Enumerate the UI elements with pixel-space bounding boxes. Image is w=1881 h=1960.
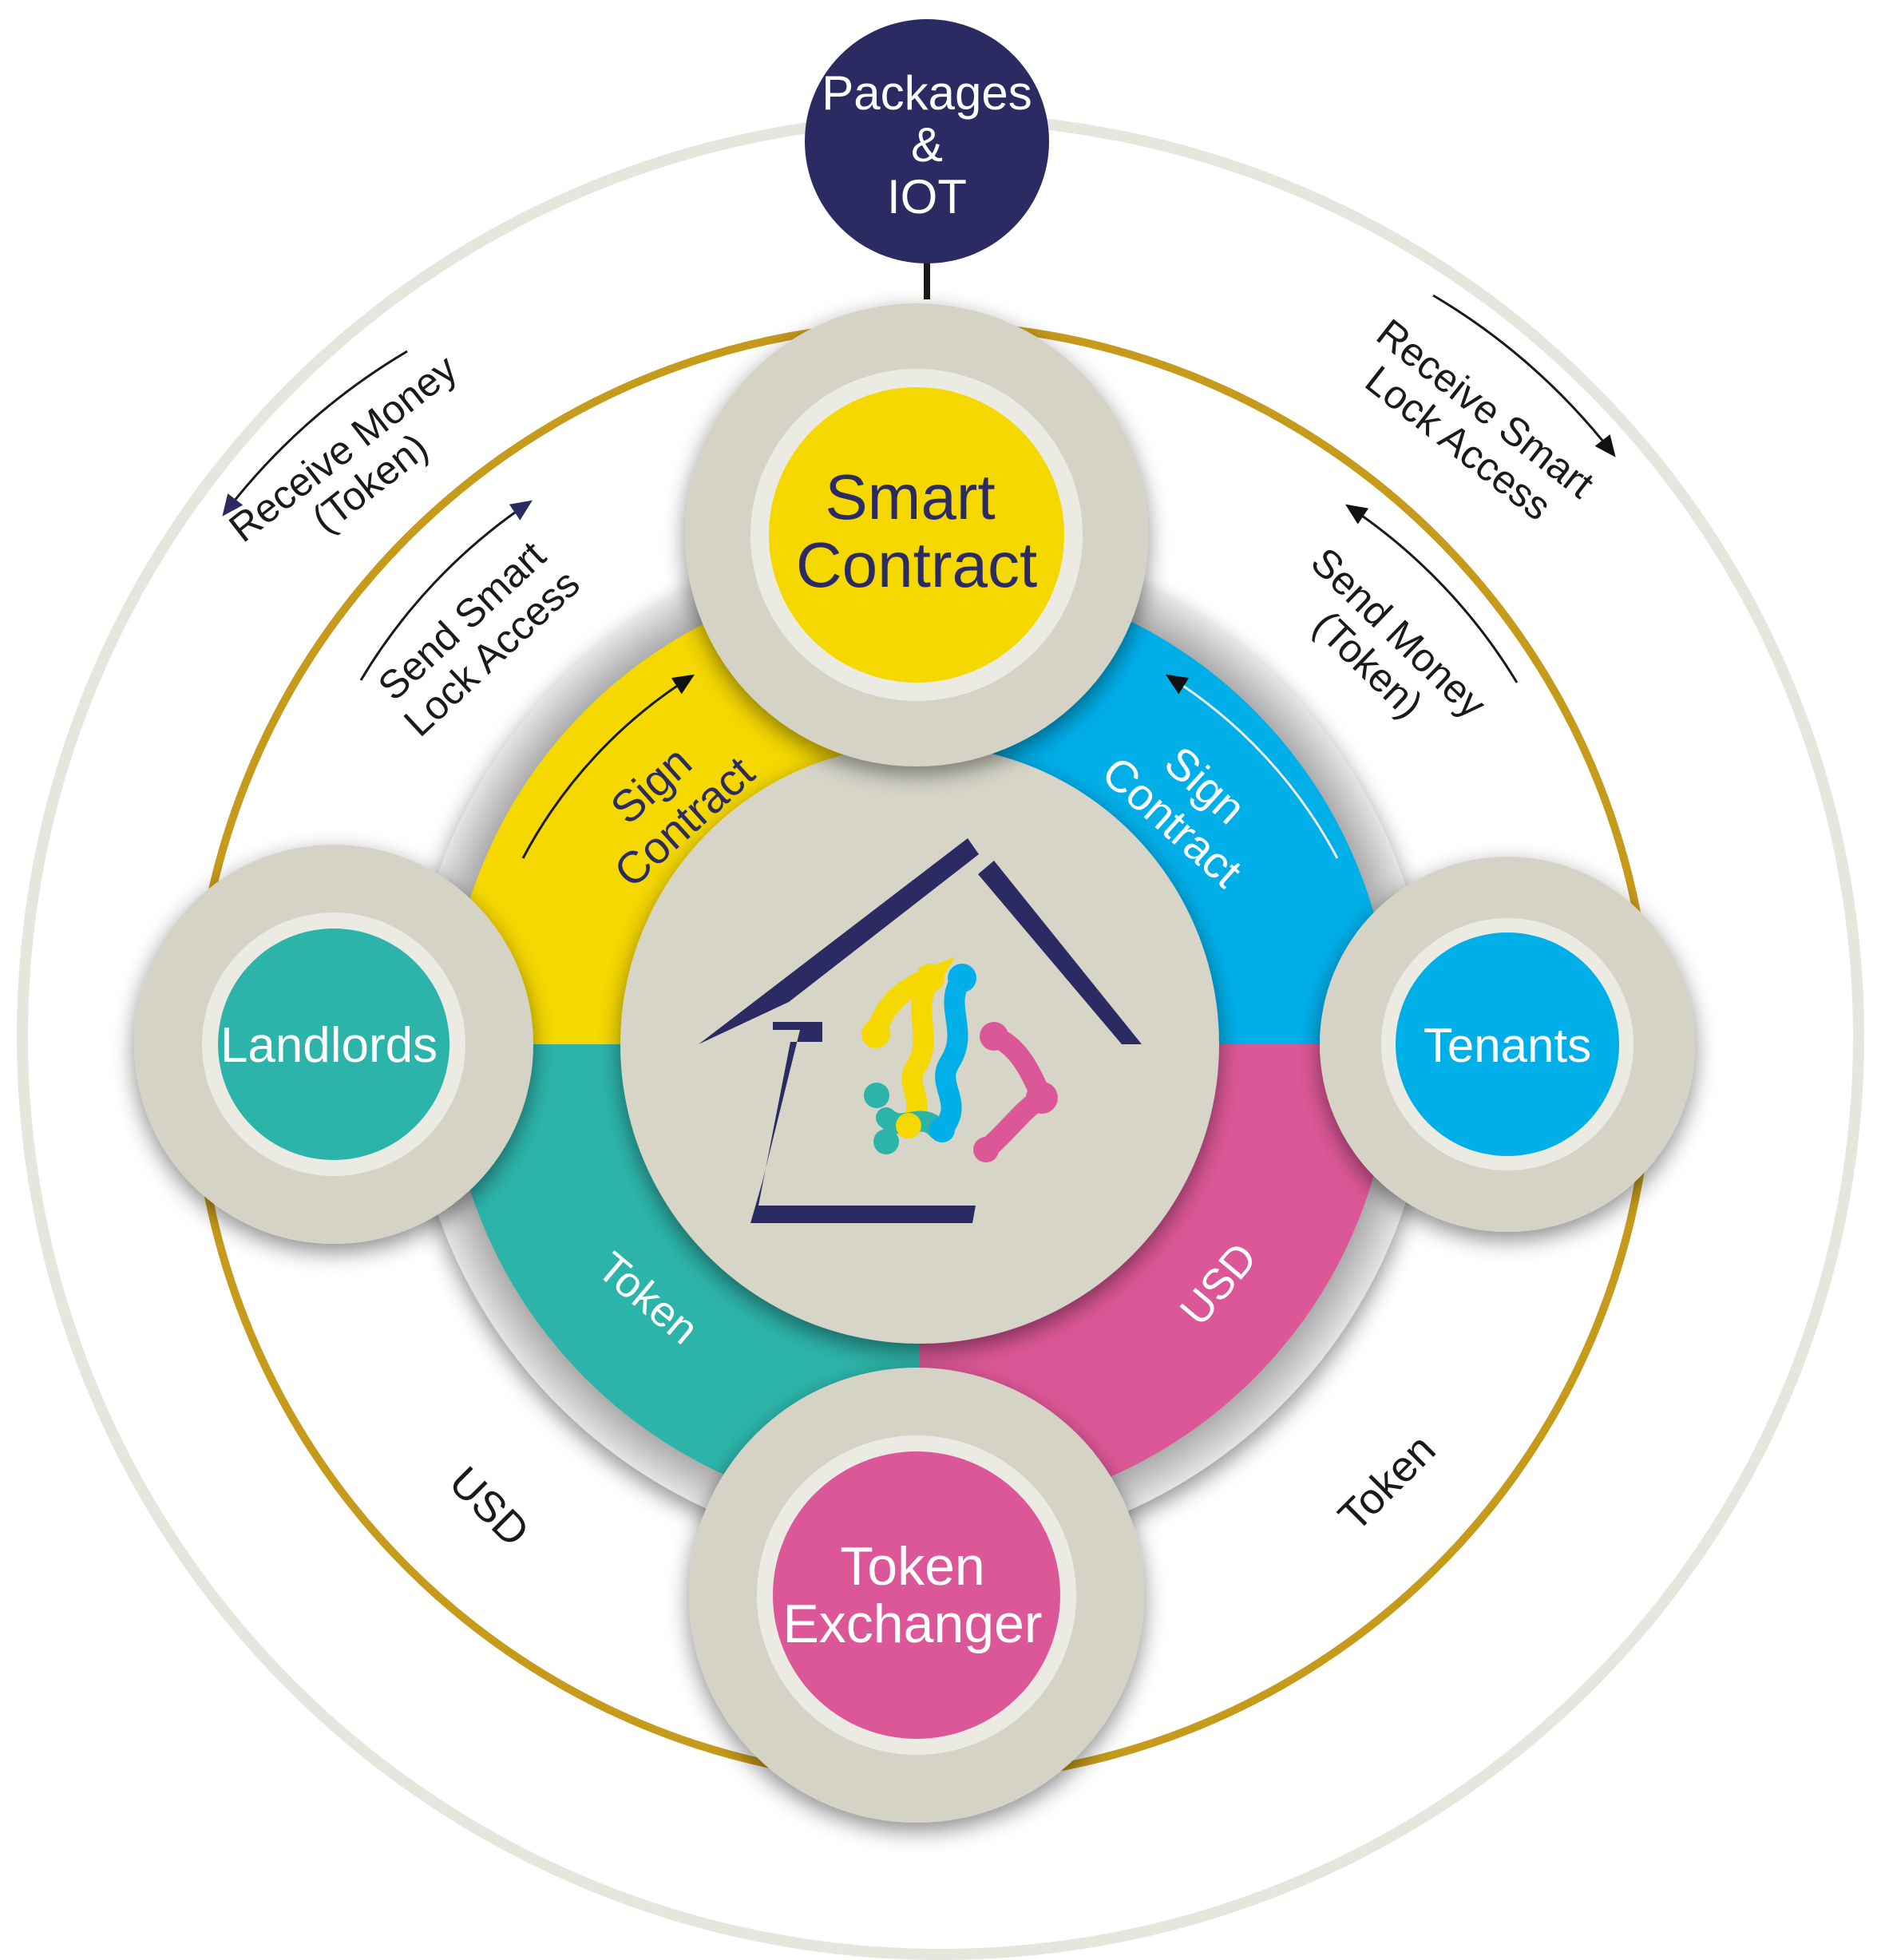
landlords-node: Landlords bbox=[134, 845, 533, 1244]
packages-iot-line2: & bbox=[911, 118, 943, 172]
packages-iot-line1: Packages bbox=[822, 66, 1032, 120]
token-outer-label: Token bbox=[1329, 1425, 1444, 1540]
send-smart-lock-arrow bbox=[359, 500, 533, 681]
token-exchanger-line1: Token bbox=[840, 1536, 984, 1597]
tenants-label: Tenants bbox=[1424, 1019, 1591, 1072]
receive-smart-lock-arrow bbox=[1432, 294, 1616, 457]
token-exchanger-line2: Exchanger bbox=[782, 1594, 1042, 1654]
packages-iot-line3: IOT bbox=[887, 170, 967, 224]
smart-contract-line2: Contract bbox=[796, 529, 1037, 600]
landlords-label: Landlords bbox=[220, 1018, 438, 1073]
receive-smart-lock-label: Receive Smart Lock Access bbox=[1357, 311, 1602, 529]
house-logo-icon bbox=[699, 838, 1142, 1223]
sign-contract-right-arrow bbox=[1165, 674, 1339, 859]
usd-outer-label: USD bbox=[440, 1458, 538, 1556]
tenants-node: Tenants bbox=[1320, 857, 1695, 1232]
smart-contract-line1: Smart bbox=[825, 461, 995, 533]
packages-iot-node: Packages & IOT bbox=[805, 19, 1049, 263]
receive-money-label: Receive Money (Token) bbox=[221, 346, 465, 550]
receive-money-arrow bbox=[222, 350, 408, 517]
smart-contract-node: Smart Contract bbox=[685, 303, 1148, 766]
sign-contract-left-arrow bbox=[521, 674, 695, 859]
send-money-arrow bbox=[1345, 504, 1519, 683]
token-exchanger-node: Token Exchanger bbox=[689, 1368, 1144, 1823]
